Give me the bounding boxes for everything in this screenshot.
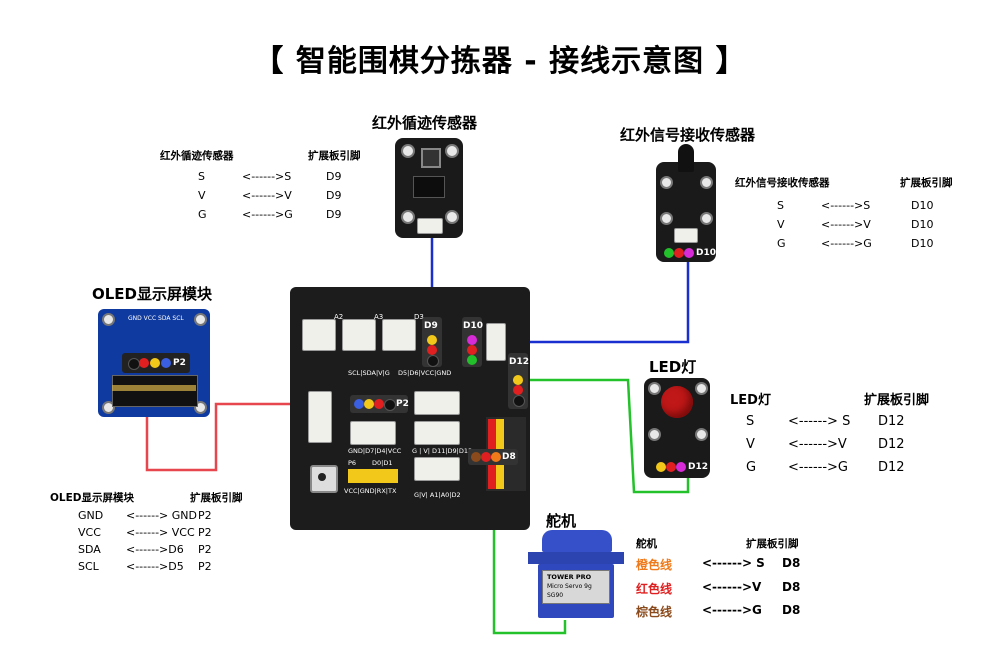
page-title: 【 智能围棋分拣器 - 接线示意图 】 (253, 44, 747, 79)
wire-p2-red (145, 395, 354, 472)
d9-header: D9 (422, 317, 442, 367)
wire-d10-blue (478, 262, 690, 344)
ir-recv-title: 红外信号接收传感器 (620, 126, 756, 144)
led-title: LED灯 (649, 358, 697, 376)
wire-d12-green (520, 378, 690, 494)
oled-table: OLED显示屏模块 扩展板引脚 GND <------> GND P2 VCC … (50, 492, 243, 573)
d8-header: D8 (468, 449, 518, 465)
expansion-board: A2 A3 D3 D9 D10 SCL|SDA|V|G D5|D6|VCC|GN… (290, 287, 530, 530)
oled-title: OLED显示屏模块 (92, 285, 213, 303)
oled-module: GND VCC SDA SCL P2 (98, 309, 210, 417)
servo-motor: TOWER PRO Micro Servo 9g SG90 (528, 530, 624, 620)
d10-header: D10 (462, 317, 483, 367)
led-table: LED灯 扩展板引脚 S <------> S D12 V <------>V … (730, 393, 930, 475)
ir-track-table: 红外循迹传感器 扩展板引脚 S <------>S D9 V <------>V… (160, 150, 361, 221)
p2-header: P2 (350, 395, 409, 413)
ir-track-sensor (395, 138, 463, 238)
ir-track-title: 红外循迹传感器 (372, 114, 478, 132)
led-module: D12 (644, 378, 710, 478)
ir-receiver-sensor: D10 (656, 144, 716, 262)
servo-table: 舵机 扩展板引脚 橙色线 <------> S D8 红色线 <------>V… (636, 538, 801, 619)
servo-title: 舵机 (546, 512, 577, 530)
ir-recv-table: 红外信号接收传感器 扩展板引脚 S <------>S D10 V <-----… (735, 177, 953, 250)
d12-header: D12 (508, 353, 529, 409)
